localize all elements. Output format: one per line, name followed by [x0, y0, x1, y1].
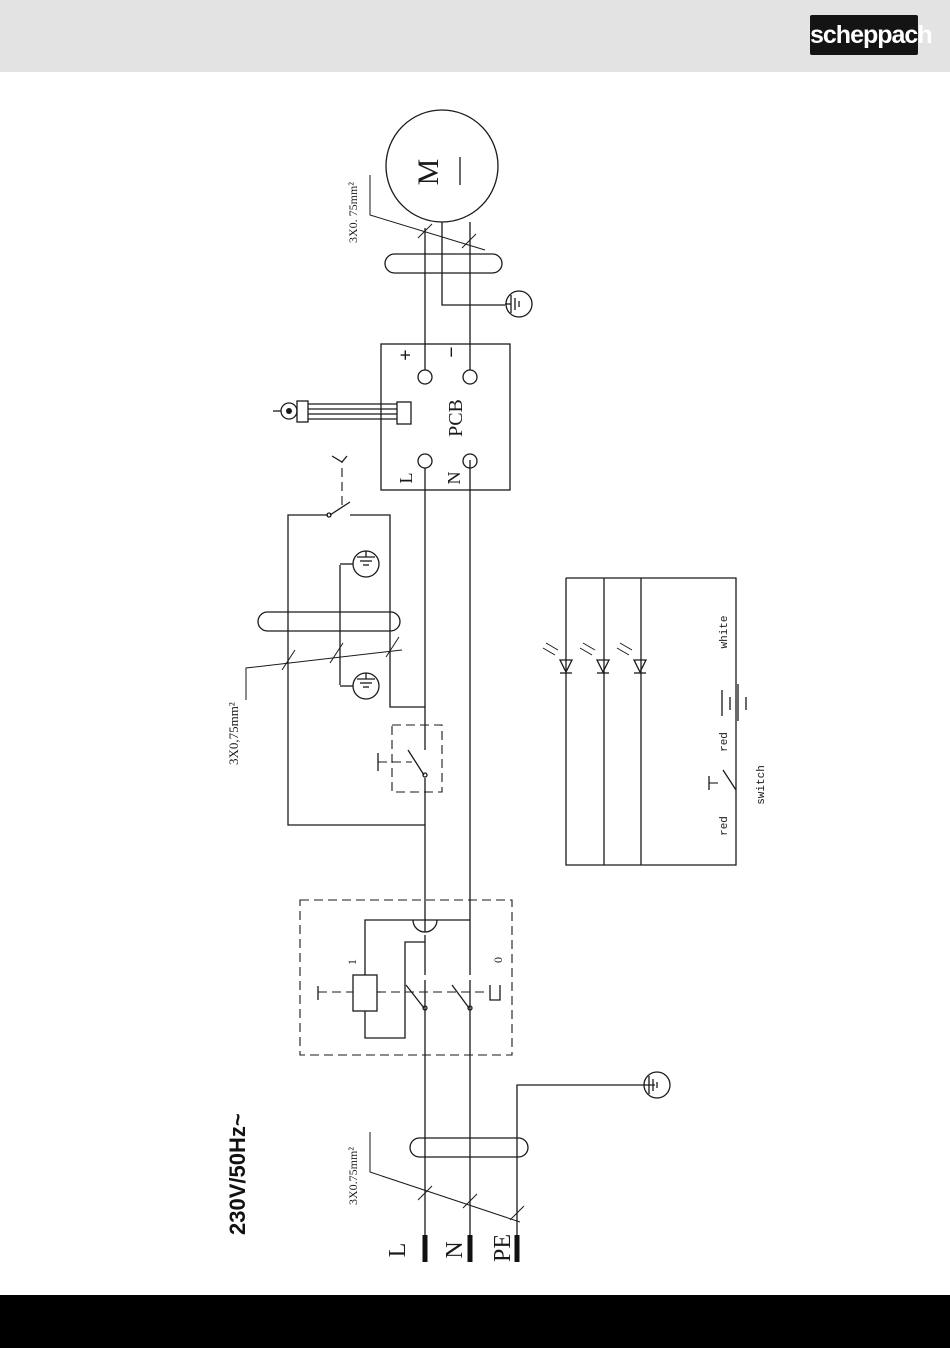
motor-cable-label: 3X0. 75mm² [346, 182, 360, 243]
motor-letter: M [412, 159, 445, 186]
switch-cable-sleeve [258, 612, 400, 631]
supply-cable-leader [370, 1132, 520, 1222]
safety-switch-box [378, 510, 442, 792]
led-red-top-label: red [719, 732, 731, 752]
switch-cable-label: 3X0,75mm² [226, 702, 241, 765]
main-switch-box: 1 0 [300, 900, 512, 1055]
terminal-pe-label: PE [490, 1234, 516, 1262]
terminal-l-label: L [385, 1243, 411, 1258]
pcb-minus-label: − [441, 346, 463, 357]
led-switch-label: switch [756, 765, 768, 805]
supply-terminals: L N PE [385, 1234, 517, 1262]
pcb-l-label: L [396, 473, 416, 484]
switch-loop-wiring: 3X0,75mm² [226, 456, 425, 825]
pcb-board: PCB + − L N [273, 344, 510, 490]
led-white-label: white [719, 615, 731, 648]
motor-cable-sleeve [385, 254, 502, 273]
earth-symbol-upper [340, 551, 379, 577]
led-circuit: white red red switch [543, 578, 768, 865]
led-red-bottom-label: red [719, 816, 731, 836]
supply-cable-sleeve [410, 1138, 528, 1157]
pcb-label: PCB [445, 399, 467, 437]
main-wires [425, 1008, 655, 1235]
earth-symbol-lower [340, 673, 379, 699]
pcb-n-label: N [444, 472, 464, 485]
switch-on-label: 1 [345, 959, 359, 965]
pcb-plus-label: + [395, 349, 417, 360]
supply-voltage-label: 230V/50Hz~ [225, 1113, 250, 1235]
supply-cable-label: 3X0.75mm² [346, 1147, 360, 1205]
switch-off-label: 0 [491, 957, 505, 963]
terminal-n-label: N [442, 1241, 468, 1258]
earth-symbol-motor [505, 291, 532, 317]
